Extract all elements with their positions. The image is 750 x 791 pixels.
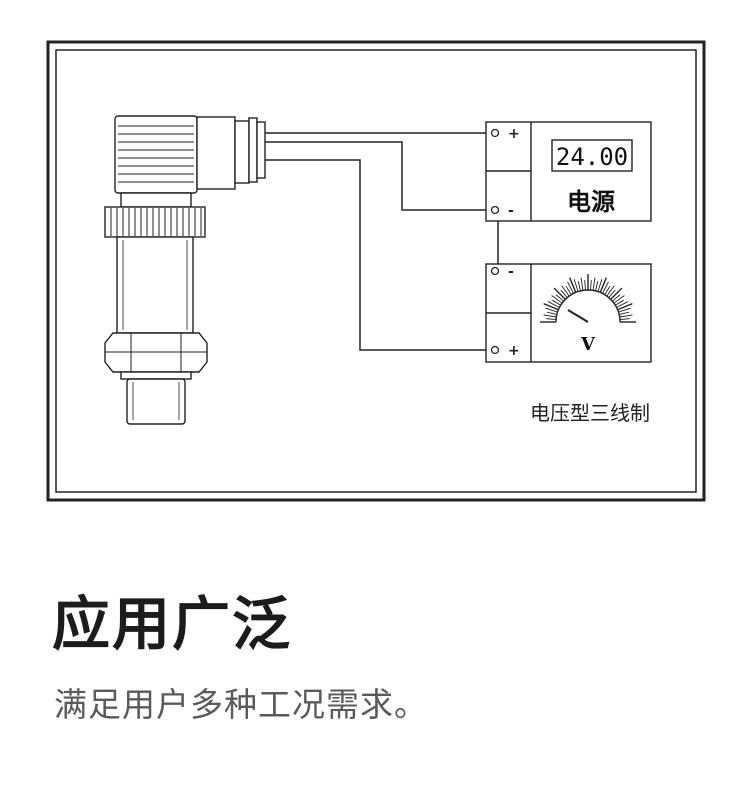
gauge-tick bbox=[547, 311, 557, 315]
gauge-tick bbox=[568, 277, 577, 293]
gauge-tick bbox=[551, 295, 563, 304]
gauge-tick bbox=[577, 281, 581, 291]
voltmeter-plus-icon bbox=[490, 345, 500, 355]
gauge-tick bbox=[543, 302, 559, 311]
power-supply bbox=[485, 121, 652, 222]
gauge-tick bbox=[615, 299, 625, 306]
power-display-value: 24.00 bbox=[556, 143, 628, 171]
section-heading: 应用广泛 bbox=[52, 590, 293, 658]
gauge-tick bbox=[555, 294, 564, 302]
voltmeter-plus-label: + bbox=[508, 343, 520, 359]
gauge-tick bbox=[553, 287, 566, 300]
gauge-tick bbox=[546, 318, 557, 320]
gauge-tick bbox=[561, 285, 570, 297]
outer-frame bbox=[46, 40, 706, 502]
gauge-tick bbox=[619, 318, 630, 320]
terminal-minus-icon bbox=[490, 205, 500, 215]
gauge-tick bbox=[616, 301, 629, 308]
terminal-minus-label: - bbox=[508, 203, 514, 219]
wires bbox=[265, 132, 499, 351]
gauge-tick bbox=[567, 281, 574, 294]
gauge-tick bbox=[608, 289, 616, 298]
gauge-needle bbox=[567, 309, 589, 323]
gauge-tick bbox=[610, 287, 623, 300]
diagram-caption: 电压型三线制 bbox=[530, 401, 650, 425]
gauge-tick bbox=[604, 285, 611, 295]
gauge-tick bbox=[613, 295, 625, 304]
gauge-tick bbox=[592, 277, 596, 291]
terminal-plus-icon bbox=[490, 128, 500, 138]
gauge-tick bbox=[580, 277, 584, 291]
voltmeter-unit-label: V bbox=[580, 334, 596, 355]
gauge-tick bbox=[584, 280, 586, 291]
gauge-tick bbox=[606, 285, 615, 297]
voltmeter-minus-icon bbox=[490, 266, 500, 276]
gauge-tick bbox=[590, 280, 592, 291]
gauge-tick bbox=[573, 279, 579, 292]
inner-frame bbox=[55, 49, 697, 493]
pressure-transmitter-icon bbox=[104, 115, 266, 425]
gauge-tick bbox=[597, 279, 603, 292]
gauge-tick bbox=[543, 314, 557, 318]
gauge-tick bbox=[551, 299, 561, 306]
gauge-tick bbox=[560, 289, 568, 298]
gauge-tick bbox=[618, 307, 631, 313]
gauge-tick bbox=[617, 302, 633, 311]
gauge-tick bbox=[565, 285, 572, 295]
gauge-tick bbox=[545, 307, 558, 313]
gauge-scale-icon bbox=[540, 274, 636, 323]
section-subheading: 满足用户多种工况需求。 bbox=[54, 685, 428, 724]
power-label: 电源 bbox=[567, 188, 615, 216]
gauge-tick bbox=[619, 311, 629, 315]
voltmeter-minus-label: - bbox=[508, 264, 514, 280]
gauge-tick bbox=[595, 281, 599, 291]
gauge-tick bbox=[602, 281, 609, 294]
gauge-tick bbox=[547, 301, 560, 308]
wiring-diagram: + - 24.00 电源 - + V 电压型三线制 bbox=[46, 40, 706, 502]
terminal-plus-label: + bbox=[508, 126, 520, 142]
voltmeter bbox=[485, 263, 652, 363]
gauge-tick bbox=[619, 314, 633, 318]
gauge-tick bbox=[599, 277, 608, 293]
gauge-tick bbox=[612, 294, 621, 302]
